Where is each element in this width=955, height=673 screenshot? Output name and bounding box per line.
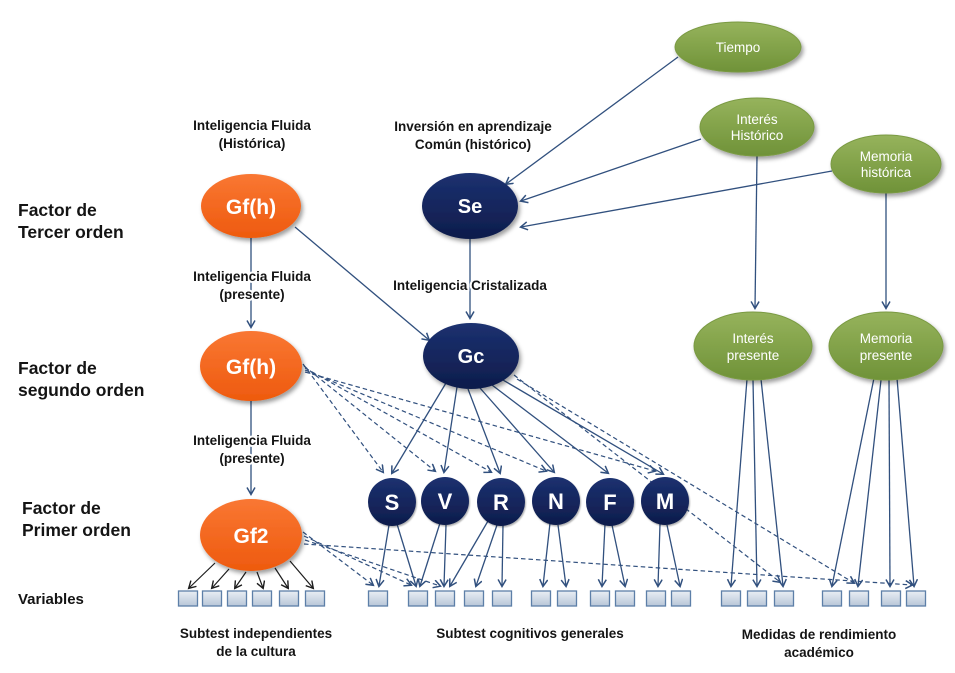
group-label-culture-free-line1: Subtest independientes — [180, 626, 332, 641]
variable-square — [491, 590, 513, 607]
node-gf2: Gf2 — [200, 499, 302, 571]
historic-to-present-arrows — [755, 155, 886, 308]
node-interes-presente: Interés presente — [693, 311, 813, 381]
variable-square — [177, 590, 199, 607]
variable-square — [367, 590, 389, 607]
subtest-circles: S V R N F M — [368, 477, 689, 526]
annotation-fluid-present-lower-line1: Inteligencia Fluida — [193, 433, 311, 448]
variable-square — [720, 590, 742, 607]
row-label-variables: Variables — [18, 591, 84, 608]
node-gc: Gc — [423, 323, 519, 389]
variable-square — [670, 590, 692, 607]
variable-square — [434, 590, 456, 607]
variable-square — [848, 590, 870, 607]
row-label-first-line2: Primer orden — [22, 520, 131, 540]
variable-square — [251, 590, 273, 607]
annotations: Inteligencia Fluida (Histórica) Inversió… — [191, 118, 552, 468]
variable-square — [645, 590, 667, 607]
row-label-first-line1: Factor de — [22, 498, 101, 518]
node-gf-h-present: Gf(h) — [200, 331, 302, 401]
gf2-to-square-arrows — [189, 560, 313, 588]
node-memoria-presente-line2: presente — [860, 348, 913, 363]
variable-squares-interest — [720, 590, 795, 607]
variable-square — [463, 590, 485, 607]
factor-chain-arrows — [251, 226, 470, 494]
present-to-achievement-arrows — [731, 377, 914, 586]
node-memoria-presente: Memoria presente — [828, 311, 944, 381]
annotation-fluid-present-upper-line2: (presente) — [219, 287, 284, 302]
circle-r-label: R — [493, 490, 509, 515]
annotation-fluid-present-lower-line2: (presente) — [219, 451, 284, 466]
variable-square — [530, 590, 552, 607]
group-labels: Subtest independientes de la cultura Sub… — [180, 626, 896, 660]
variable-square — [226, 590, 248, 607]
annotation-investment-line1: Inversión en aprendizaje — [394, 119, 552, 134]
variable-square — [407, 590, 429, 607]
annotation-fluid-present-upper-line1: Inteligencia Fluida — [193, 269, 311, 284]
node-gf2-label: Gf2 — [233, 525, 268, 548]
variable-square — [880, 590, 902, 607]
node-interes-historico-line2: Histórico — [731, 128, 784, 143]
node-memoria-historica-line1: Memoria — [860, 149, 913, 164]
node-gf-h-present-label: Gf(h) — [226, 356, 276, 379]
green-to-se-arrows — [506, 56, 833, 227]
node-tiempo-label: Tiempo — [716, 40, 761, 55]
circle-n-label: N — [548, 489, 564, 514]
variable-squares-cognitive — [367, 590, 692, 607]
group-label-academic-line2: académico — [784, 645, 854, 660]
row-label-second-line2: segundo orden — [18, 380, 144, 400]
node-gf-h-historic: Gf(h) — [201, 174, 301, 238]
node-se-label: Se — [458, 196, 482, 218]
row-label-third-line1: Factor de — [18, 200, 97, 220]
circle-s-label: S — [385, 490, 400, 515]
variable-square — [304, 590, 326, 607]
variable-square — [556, 590, 578, 607]
node-gf-h-historic-label: Gf(h) — [226, 196, 276, 219]
circle-f-label: F — [603, 490, 616, 515]
gfh-present-dashed-arrows — [302, 363, 655, 472]
group-label-general-cognitive: Subtest cognitivos generales — [436, 626, 624, 641]
node-se: Se — [422, 173, 518, 239]
variable-square — [821, 590, 843, 607]
circle-m-label: M — [656, 489, 674, 514]
variable-squares-culture-free — [177, 590, 326, 607]
circle-v-label: V — [438, 489, 453, 514]
node-interes-historico: Interés Histórico — [699, 97, 815, 157]
annotation-investment-line2: Común (histórico) — [415, 137, 531, 152]
row-labels: Factor de Tercer orden Factor de segundo… — [18, 200, 144, 608]
node-interes-presente-line2: presente — [727, 348, 780, 363]
node-interes-presente-line1: Interés — [732, 331, 774, 346]
row-label-second-line1: Factor de — [18, 358, 97, 378]
node-memoria-presente-line1: Memoria — [860, 331, 913, 346]
variable-square — [589, 590, 611, 607]
node-interes-historico-line1: Interés — [736, 112, 778, 127]
node-memoria-historica-line2: histórica — [861, 165, 912, 180]
annotation-crystallized: Inteligencia Cristalizada — [393, 278, 547, 293]
variable-square — [614, 590, 636, 607]
group-label-culture-free-line2: de la cultura — [216, 644, 296, 659]
row-label-third-line2: Tercer orden — [18, 222, 124, 242]
group-label-academic-line1: Medidas de rendimiento — [742, 627, 897, 642]
variable-square — [201, 590, 223, 607]
variable-square — [773, 590, 795, 607]
variable-squares-memory — [821, 590, 927, 607]
node-tiempo: Tiempo — [674, 21, 802, 73]
variable-square — [746, 590, 768, 607]
node-gc-label: Gc — [458, 346, 485, 368]
variable-square — [278, 590, 300, 607]
annotation-fluid-hist-line1: Inteligencia Fluida — [193, 118, 311, 133]
gf2-dashed-arrows — [302, 531, 912, 586]
node-memoria-historica: Memoria histórica — [830, 134, 942, 194]
gc-dashed-arrows — [513, 374, 854, 583]
annotation-fluid-hist-line2: (Histórica) — [219, 136, 286, 151]
circle-to-square-arrows — [379, 520, 680, 586]
variable-square — [905, 590, 927, 607]
gc-to-subtest-circle-arrows — [392, 379, 663, 474]
